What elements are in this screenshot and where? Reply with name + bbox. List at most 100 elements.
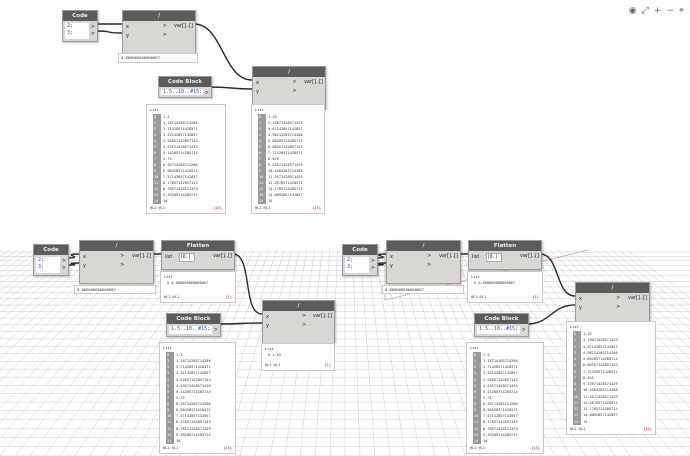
port-y-arrow[interactable]: > <box>616 304 621 310</box>
row-value: 10 <box>163 199 168 203</box>
port-x-arrow[interactable]: > <box>120 253 125 259</box>
output-arrow[interactable]: > <box>213 327 218 333</box>
row-value: 3.19071428571429 <box>583 338 618 343</box>
output-arrow[interactable]: > <box>521 327 526 333</box>
port-x-arrow[interactable]: > <box>292 79 297 85</box>
row-value: 9.39285714285714 <box>483 432 518 437</box>
output-var-label[interactable]: var[]..[] <box>173 23 193 29</box>
quotient-preview: 0.666666666666667 <box>118 53 198 63</box>
code-editor[interactable]: 1.5..10..#15; <box>161 89 203 95</box>
code-block-node[interactable]: Code Block2;3;>> <box>342 244 378 276</box>
output-arrow[interactable]: > <box>370 265 375 271</box>
fit-icon[interactable]: ⌖ <box>678 6 684 16</box>
code-editor[interactable]: 1.5..10..#15; <box>477 326 520 334</box>
row-index: 8 <box>473 401 481 408</box>
expand-icon[interactable]: ⤢ <box>641 6 649 16</box>
row-index: 13 <box>573 412 581 419</box>
row-index: 11 <box>573 399 581 407</box>
output-var-label[interactable]: var[]..[] <box>519 253 539 259</box>
code-editor[interactable]: 2;3; <box>65 23 89 39</box>
grid-line <box>0 225 190 456</box>
code-editor[interactable]: 1.5..10..#15; <box>169 326 212 334</box>
node-title: Code Block <box>475 314 528 324</box>
port-y-arrow[interactable]: > <box>427 262 432 268</box>
output-arrow[interactable]: > <box>90 31 95 37</box>
output-var-label[interactable]: var[]..[] <box>303 79 323 85</box>
port-x-arrow[interactable]: > <box>427 253 432 259</box>
row-index: 3 <box>153 132 161 138</box>
output-var-label[interactable]: var[]..[] <box>627 295 647 301</box>
row-value: 1.25 <box>268 115 277 119</box>
row-index: 14 <box>473 437 481 444</box>
port-x-arrow[interactable]: > <box>616 295 621 301</box>
grid-line <box>540 225 690 370</box>
row-value: 1.5 <box>176 353 183 357</box>
output-var-label[interactable]: var[]..[] <box>131 253 151 259</box>
port-x-label: x <box>390 254 393 260</box>
list-level-field[interactable]: [0..] <box>179 253 195 262</box>
row-value: 7.71428571428571 <box>268 151 303 155</box>
port-y-arrow[interactable]: > <box>292 88 297 94</box>
code-line: 1.5..10..#15; <box>163 89 203 95</box>
code-editor[interactable]: 2;3; <box>345 257 369 273</box>
port-x-arrow[interactable]: > <box>302 313 307 319</box>
row-value: 6.80357142857143 <box>583 363 618 368</box>
row-value: 8.625 <box>268 157 279 161</box>
connector-wire <box>193 23 253 81</box>
quotient-preview: 0.666666666666667 <box>382 285 464 294</box>
row-value: 5.75 <box>483 395 492 400</box>
output-arrow[interactable]: > <box>61 265 66 271</box>
port-y-arrow[interactable]: > <box>162 32 167 38</box>
code-editor[interactable]: 2;3; <box>36 257 60 273</box>
code-block-node[interactable]: Code Block2;3;>> <box>62 10 98 42</box>
output-arrow[interactable]: > <box>90 24 95 30</box>
port-x-arrow[interactable]: > <box>162 23 167 29</box>
output-arrow[interactable]: > <box>370 258 375 264</box>
port-y-label: y <box>126 33 129 39</box>
camera-icon[interactable]: ◉ <box>628 6 637 16</box>
output-var-label[interactable]: var[]..[] <box>438 253 458 259</box>
zoom-in-icon[interactable]: + <box>653 6 662 16</box>
list-level-field[interactable]: [0..] <box>486 253 502 262</box>
connector-wire <box>526 304 576 325</box>
port-y-arrow[interactable]: > <box>120 262 125 268</box>
output-var-label[interactable]: var[]..[] <box>312 313 332 319</box>
output-arrow[interactable]: > <box>204 90 209 96</box>
code-block-node[interactable]: Code Block2;3;>> <box>33 244 69 276</box>
output-var-label[interactable]: var[]..[] <box>212 253 232 259</box>
zoom-out-icon[interactable]: − <box>666 6 674 16</box>
row-index: 7 <box>153 156 161 162</box>
port-y-arrow[interactable]: > <box>302 322 307 328</box>
connector-wire <box>375 262 387 266</box>
row-index: 10 <box>153 174 161 180</box>
code-block-range-node[interactable]: Code Block 1.5..10..#15;> <box>474 313 529 337</box>
output-arrow[interactable]: > <box>61 258 66 264</box>
port-list-label: list <box>165 254 173 260</box>
